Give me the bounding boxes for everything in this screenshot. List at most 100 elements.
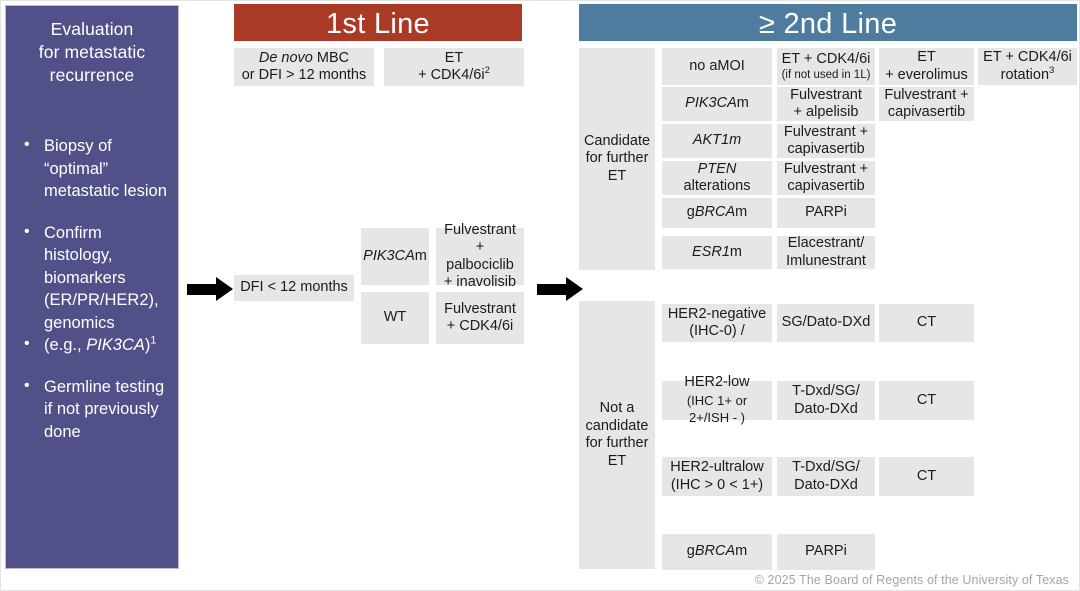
not-candidate-label-line-1: Not a xyxy=(599,400,635,416)
her2-negative-line1: HER2-negative xyxy=(667,305,767,322)
et-everolimus-line2: + everolimus xyxy=(885,66,968,83)
candidate-label-line-3: ET xyxy=(607,167,627,184)
cell-et-cdk46i-if-not-1l: ET + CDK4/6i (if not used in 1L) xyxy=(777,48,875,85)
cell-dfi-pik3cam-treatment: Fulvestrant + palbociclib + inavolisib xyxy=(436,222,524,290)
cell-elacestrant-imlunestrant: Elacestrant/ Imlunestrant xyxy=(777,235,875,269)
ct-her2-ultralow-label: CT xyxy=(916,467,937,484)
cell-first-line-treatment-et-cdk46i: ET + CDK4/6i2 xyxy=(384,48,524,86)
second-pik3ca-italic: PIK3CA xyxy=(685,95,737,112)
tdxd-low-line1: T-Dxd/SG/ xyxy=(792,383,860,399)
her2-ultralow-line2: (IHC > 0 < 1+) xyxy=(670,476,764,493)
cell-her2-low: HER2-low (IHC 1+ or 2+/ISH - ) xyxy=(662,374,772,425)
sidebar-title: Evaluation for metastatic recurrence xyxy=(6,6,178,87)
pten-italic: PTEN xyxy=(697,160,737,177)
evaluation-sidebar: Evaluation for metastatic recurrence Bio… xyxy=(5,5,179,569)
cell-sg-dato-dxd: SG/Dato-DXd xyxy=(777,304,875,342)
et-cdk46i-main: ET + CDK4/6i xyxy=(781,51,871,67)
candidate-label-line-1: Candidate xyxy=(583,132,651,149)
pik3cam-tx-line3: + inavolisib xyxy=(443,274,517,290)
tdxd-ultralow-line2: Dato-DXd xyxy=(794,476,858,493)
ct-her2-negative-label: CT xyxy=(916,314,937,331)
esr1-italic: ESR1 xyxy=(692,243,730,260)
gbrcam-suffix: m xyxy=(735,204,748,221)
wt-tx-line1: Fulvestrant xyxy=(444,300,516,317)
fulv-capi-akt1-line1: Fulvestrant + xyxy=(783,123,869,140)
cell-candidate-for-further-et: Candidate for further ET xyxy=(579,48,655,270)
cell-her2-negative: HER2-negative (IHC-0) / xyxy=(662,304,772,342)
fulv-capi-pten-line1: Fulvestrant + xyxy=(783,160,869,177)
cell-gbrcam-candidate: gBRCAm xyxy=(662,198,772,228)
sidebar-bullet-germline-testing: Germline testing if not previously done xyxy=(6,375,178,444)
cell-parpi-not-candidate: PARPi xyxy=(777,534,875,570)
pik3cam-tx-line2: + palbociclib xyxy=(446,239,514,273)
copyright-notice: © 2025 The Board of Regents of the Unive… xyxy=(754,573,1069,587)
gbrcam-prefix: g xyxy=(686,204,695,221)
pik3ca-suffix: m xyxy=(414,247,427,264)
candidate-label-line-2: for further xyxy=(585,150,649,167)
first-line-treatment-line2: + CDK4/6i2 xyxy=(418,65,490,83)
elacestrant-line1: Elacestrant/ xyxy=(787,235,865,251)
column-header-second-line: ≥ 2nd Line xyxy=(579,4,1077,41)
cell-parpi-candidate: PARPi xyxy=(777,198,875,228)
tdxd-low-line2: Dato-DXd xyxy=(794,400,858,417)
fulv-capi-akt1-line2: capivasertib xyxy=(787,141,865,157)
et-rotation-line2: rotation3 xyxy=(1000,64,1055,83)
cell-tdxd-sg-dato-dxd-her2-low: T-Dxd/SG/ Dato-DXd xyxy=(777,381,875,420)
sidebar-title-line-1: Evaluation xyxy=(50,19,134,39)
cell-akt1m: AKT1m xyxy=(662,124,772,158)
cell-fulvestrant-alpelisib: Fulvestrant + alpelisib xyxy=(777,87,875,121)
cell-dfi-wt: WT xyxy=(361,292,429,344)
not-candidate-label-line-3: for further xyxy=(585,435,649,451)
fulv-capi-pik3ca-line2: capivasertib xyxy=(887,104,966,120)
gbrcam2-italic: BRCA xyxy=(694,543,736,560)
dfi-label: DFI < 12 months xyxy=(240,279,348,296)
cell-et-everolimus: ET + everolimus xyxy=(879,48,974,85)
ct-her2-low-label: CT xyxy=(916,391,937,408)
sidebar-gene-pik3ca: PIK3CA xyxy=(86,336,145,354)
cell-not-a-candidate-for-further-et: Not a candidate for further ET xyxy=(579,301,655,569)
fulv-alpelisib-line1: Fulvestrant xyxy=(790,86,862,103)
akt1m-label: AKT1m xyxy=(692,132,742,149)
pik3cam-tx-line1: Fulvestrant xyxy=(444,221,516,238)
sg-dato-dxd-label: SG/Dato-DXd xyxy=(781,314,871,331)
her2-low-line2: (IHC 1+ or 2+/ISH - ) xyxy=(686,392,748,426)
second-pik3ca-suffix: m xyxy=(736,95,749,112)
elacestrant-line2: Imlunestrant xyxy=(786,252,866,269)
no-amoi-label: no aMOI xyxy=(689,57,745,74)
cell-dfi-pik3cam: PIK3CAm xyxy=(361,228,429,285)
cell-pten-alterations: PTEN alterations xyxy=(662,161,772,195)
column-header-first-line: 1st Line xyxy=(234,4,522,41)
gbrcam-italic: BRCA xyxy=(694,204,736,221)
cell-ct-her2-ultralow: CT xyxy=(879,457,974,496)
sidebar-bullet-genomics-example: (e.g., PIK3CA)1 xyxy=(6,333,178,357)
cell-fulvestrant-capivasertib-akt1: Fulvestrant + capivasertib xyxy=(777,124,875,158)
cell-denovo-mbc-criteria: De novo MBC or DFI > 12 months xyxy=(234,48,374,86)
cell-fulvestrant-capivasertib-pten: Fulvestrant + capivasertib xyxy=(777,161,875,195)
her2-ultralow-line1: HER2-ultralow xyxy=(670,459,764,475)
denovo-italic: De novo xyxy=(258,49,313,66)
not-candidate-label-line-2: candidate xyxy=(585,417,649,434)
esr1-suffix: m xyxy=(729,243,742,260)
parpi-candidate-label: PARPi xyxy=(805,204,847,221)
denovo-line2: or DFI > 12 months xyxy=(241,67,367,83)
sidebar-bullet-confirm-histology: Confirm histology, biomarkers (ER/PR/HER… xyxy=(6,221,178,335)
gbrcam2-suffix: m xyxy=(735,543,748,560)
cell-gbrcam-not-candidate: gBRCAm xyxy=(662,534,772,570)
et-everolimus-line1: ET xyxy=(917,49,936,65)
gbrcam2-prefix: g xyxy=(686,543,695,560)
cell-second-line-pik3cam: PIK3CAm xyxy=(662,87,772,121)
cell-esr1m: ESR1m xyxy=(662,236,772,269)
pten-suffix: alterations xyxy=(683,178,751,194)
cell-ct-her2-negative: CT xyxy=(879,304,974,342)
fulv-capi-pten-line2: capivasertib xyxy=(787,178,865,194)
cell-no-amoi: no aMOI xyxy=(662,48,772,85)
sidebar-title-line-2: for metastatic xyxy=(38,42,146,62)
cell-her2-ultralow: HER2-ultralow (IHC > 0 < 1+) xyxy=(662,457,772,496)
fulv-alpelisib-line2: + alpelisib xyxy=(793,104,859,120)
tdxd-ultralow-line1: T-Dxd/SG/ xyxy=(792,459,860,475)
cell-ct-her2-low: CT xyxy=(879,381,974,420)
cell-tdxd-sg-dato-dxd-her2-ultralow: T-Dxd/SG/ Dato-DXd xyxy=(777,457,875,496)
wt-tx-line2: + CDK4/6i xyxy=(446,318,514,334)
et-cdk46i-sub: (if not used in 1L) xyxy=(781,68,871,81)
